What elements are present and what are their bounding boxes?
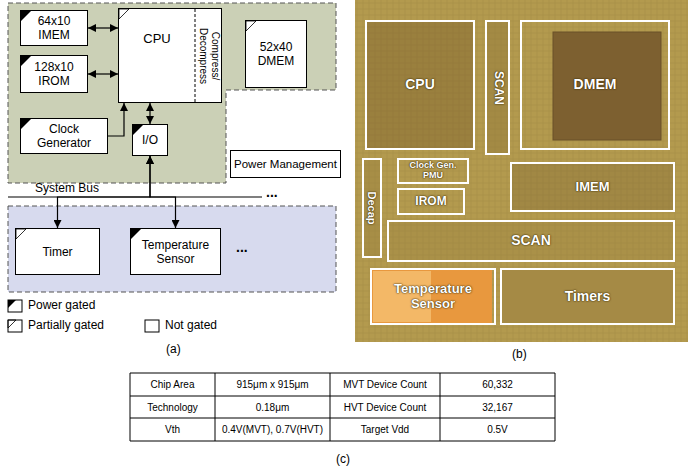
box-label: Power Management bbox=[234, 157, 337, 171]
box-label: IROM bbox=[415, 195, 446, 208]
box-label: Clock Gen. PMU bbox=[399, 161, 467, 181]
figure-label: (a) bbox=[166, 342, 181, 357]
die-region: IMEM bbox=[510, 162, 675, 212]
box-label: 64x10 IMEM bbox=[21, 14, 87, 42]
box-label: Compress/ Decompress bbox=[197, 12, 221, 100]
die-region: DMEM bbox=[520, 20, 670, 150]
die-region: Temperature Sensor bbox=[370, 268, 496, 325]
table-cell: MVT Device Count bbox=[330, 378, 440, 391]
legend-icon bbox=[8, 320, 22, 332]
die-region: IROM bbox=[397, 188, 465, 215]
partially-gated-mark bbox=[16, 229, 26, 239]
box-label: 128x10 IROM bbox=[21, 60, 87, 88]
die-region: SCAN bbox=[485, 20, 510, 155]
power-gated-mark bbox=[131, 229, 141, 239]
box-label: 52x40 DMEM bbox=[246, 40, 306, 68]
table-cell: HVT Device Count bbox=[330, 401, 440, 414]
die-timer-area bbox=[500, 268, 675, 325]
box-label: CPU bbox=[143, 32, 170, 46]
box-label: SCAN bbox=[491, 70, 504, 104]
die-memory-array bbox=[553, 32, 661, 140]
signal-arrow bbox=[150, 156, 176, 228]
block-box: I/O bbox=[132, 124, 168, 156]
box-label: Temperature Sensor bbox=[131, 238, 220, 266]
legend-text: Partially gated bbox=[28, 318, 104, 333]
power-gated-mark bbox=[21, 56, 31, 66]
figure-label: (c) bbox=[336, 452, 350, 467]
table-cell: Vth bbox=[130, 423, 215, 436]
figure-label: (b) bbox=[512, 347, 527, 362]
table-cell: 0.5V bbox=[440, 423, 555, 436]
box-label: Timer bbox=[42, 245, 72, 259]
divider-line bbox=[195, 9, 196, 104]
box-label: Temperature Sensor bbox=[372, 282, 494, 311]
die-region: CPU bbox=[365, 20, 475, 150]
figure-label: ... bbox=[236, 240, 248, 255]
power-gated-mark bbox=[133, 125, 143, 135]
die-region: Decap bbox=[362, 158, 382, 258]
die-region: Clock Gen. PMU bbox=[397, 158, 469, 184]
table-cell: 915μm x 915μm bbox=[215, 378, 330, 391]
die-region: Timers bbox=[500, 268, 675, 325]
table-cell: 0.18μm bbox=[215, 401, 330, 414]
block-box: 64x10 IMEM bbox=[20, 10, 88, 46]
table-cell: 32,167 bbox=[440, 401, 555, 414]
die-photo bbox=[355, 0, 688, 342]
signal-arrow bbox=[88, 73, 118, 74]
box-label: Decap bbox=[366, 191, 378, 224]
legend-text: Not gated bbox=[165, 318, 217, 333]
table-cell: 60,332 bbox=[440, 378, 555, 391]
signal-arrow bbox=[149, 103, 150, 124]
die-texture bbox=[355, 0, 688, 342]
table-cell: 0.4V(MVT), 0.7V(HVT) bbox=[215, 423, 330, 436]
block-box: Clock Generator bbox=[20, 118, 108, 154]
block-box: 52x40 DMEM bbox=[245, 20, 307, 88]
box-label: SCAN bbox=[511, 233, 551, 248]
table-grid bbox=[130, 373, 555, 441]
legend-icon bbox=[8, 300, 22, 312]
box-label: Clock Generator bbox=[21, 122, 107, 150]
box-label: Timers bbox=[565, 289, 611, 304]
block-box: Timer bbox=[15, 228, 100, 275]
table-cell: Technology bbox=[130, 401, 215, 414]
block-box: Power Management bbox=[230, 150, 341, 178]
power-gated-mark bbox=[21, 11, 31, 21]
block-box: 128x10 IROM bbox=[20, 55, 88, 93]
figure-label: System Bus bbox=[35, 181, 99, 196]
box-label: DMEM bbox=[574, 77, 617, 92]
power-gated-mark bbox=[21, 119, 31, 129]
die-region: SCAN bbox=[387, 220, 675, 262]
table-cell: Chip Area bbox=[130, 378, 215, 391]
box-label: CPU bbox=[405, 77, 435, 92]
legend-icon bbox=[145, 320, 159, 332]
table-cell: Target Vdd bbox=[330, 423, 440, 436]
signal-arrow bbox=[108, 103, 124, 136]
box-label: I/O bbox=[142, 133, 158, 147]
partially-gated-mark bbox=[119, 9, 129, 19]
figure-label: ... bbox=[266, 185, 278, 200]
box-label: IMEM bbox=[576, 180, 610, 194]
legend-text: Power gated bbox=[28, 298, 95, 313]
block-box: CPU Compress/ Decompress bbox=[118, 8, 222, 103]
partially-gated-mark bbox=[246, 21, 256, 31]
signal-arrow bbox=[88, 27, 118, 28]
block-box: Temperature Sensor bbox=[130, 228, 221, 275]
